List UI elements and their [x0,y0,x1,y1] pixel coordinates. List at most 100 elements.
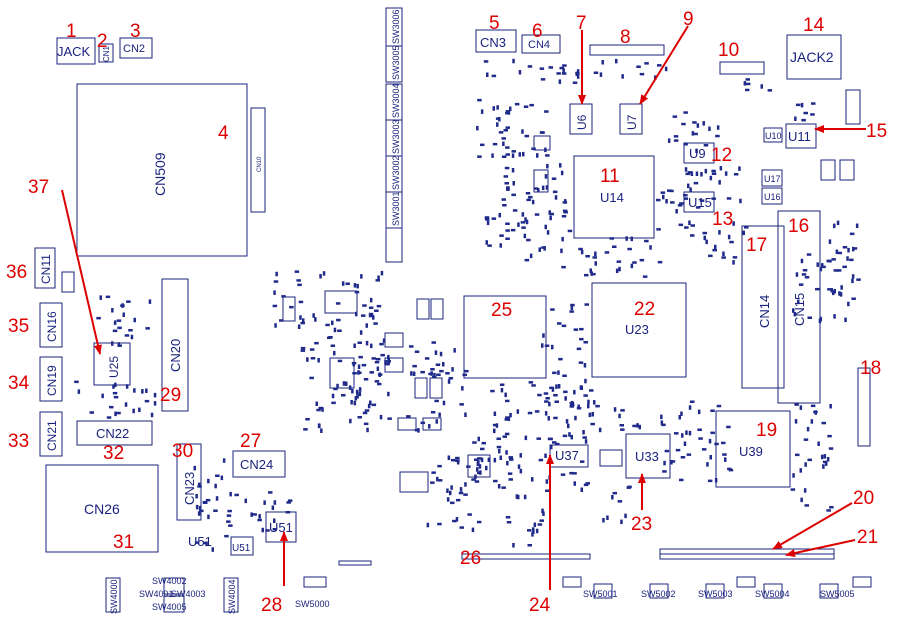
smd-pad [333,387,338,391]
smd-pad [533,187,538,190]
smd-pad [501,198,506,201]
smd-pad [199,509,204,513]
smd-pad [207,478,210,484]
smd-pad [504,418,509,421]
q19-outline [430,298,444,320]
smd-pad [681,433,684,438]
smd-pad [706,462,709,467]
cn18-outline [857,367,871,447]
smd-pad [590,422,595,426]
smd-pad [536,437,541,440]
smd-pad [519,468,523,474]
u16-outline [761,187,783,205]
smd-pad [477,436,480,442]
label-cn19: CN19 [45,365,59,396]
smd-pad [684,167,688,172]
smd-pad [531,384,536,387]
smd-pad [272,304,278,308]
smd-pad [477,98,482,102]
smd-pad [112,329,118,333]
smd-pad [195,504,199,510]
callout-19: 19 [756,420,777,441]
smd-pad [509,106,512,112]
u22-outline [324,290,358,314]
smd-pad [644,239,649,243]
smd-pad [551,344,554,350]
label-cn20: CN20 [168,339,183,372]
smd-pad [112,384,115,389]
smd-pad [122,312,125,317]
smd-pad [106,416,112,419]
smd-pad [315,401,318,406]
u8-outline [533,135,551,151]
smd-pad [795,103,801,107]
smd-pad [683,197,688,200]
smd-pad [686,453,692,456]
callout-9: 9 [683,9,694,30]
smd-pad [461,386,464,391]
smd-pad [368,306,374,309]
smd-pad [368,312,374,316]
smd-pad [382,338,386,343]
smd-pad [505,450,508,455]
smd-pad [96,316,101,320]
smd-pad [721,256,726,259]
smd-pad [414,428,420,432]
smd-pad [801,118,806,122]
smd-pad [545,397,550,400]
smd-pad [821,265,826,269]
cn26-outline [45,464,159,553]
smd-pad [496,437,501,440]
smd-pad [819,316,822,322]
smd-pad [287,499,293,502]
smd-pad [452,519,457,523]
smd-pad [198,505,202,511]
u11-outline [785,123,817,149]
smd-pad [639,258,645,262]
smd-pad [660,414,663,420]
smd-pad [522,151,525,157]
smd-pad [111,341,114,346]
smd-pad [660,420,664,425]
smd-pad [583,341,588,344]
smd-pad [479,470,482,475]
label-cn26: CN26 [84,501,120,517]
smd-pad [561,265,566,269]
smd-pad [545,185,549,190]
smd-pad [544,344,550,347]
smd-pad [505,146,510,149]
smd-pad [318,423,321,429]
smd-pad [800,258,804,264]
u15-outline [683,191,715,213]
smd-pad [112,391,118,395]
smd-pad [544,174,548,179]
smd-pad [685,172,690,176]
smd-pad [361,363,367,367]
cn11-outline [34,247,56,289]
smd-pad [856,278,861,281]
smd-pad [807,316,812,319]
smd-pad [573,389,576,395]
label-sw5003: SW5003 [698,589,733,599]
smd-pad [498,448,501,454]
smd-pad [373,322,378,325]
smd-pad [117,326,122,330]
smd-pad [802,269,808,272]
smd-pad [839,292,843,297]
label-u9: U9 [689,146,706,161]
smd-pad [815,287,820,291]
sw4003-pad-outline [163,595,185,613]
smd-pad [549,212,554,216]
callout-30: 30 [172,441,193,462]
smd-pad [710,409,715,412]
smd-pad [792,308,795,313]
smd-pad [810,113,815,116]
smd-pad [837,251,842,255]
smd-pad [523,105,529,108]
smd-pad [820,454,824,460]
callout-16: 16 [788,216,809,237]
smd-pad [804,462,807,467]
smd-pad [626,486,632,489]
smd-pad [345,381,348,386]
smd-pad [499,383,505,386]
